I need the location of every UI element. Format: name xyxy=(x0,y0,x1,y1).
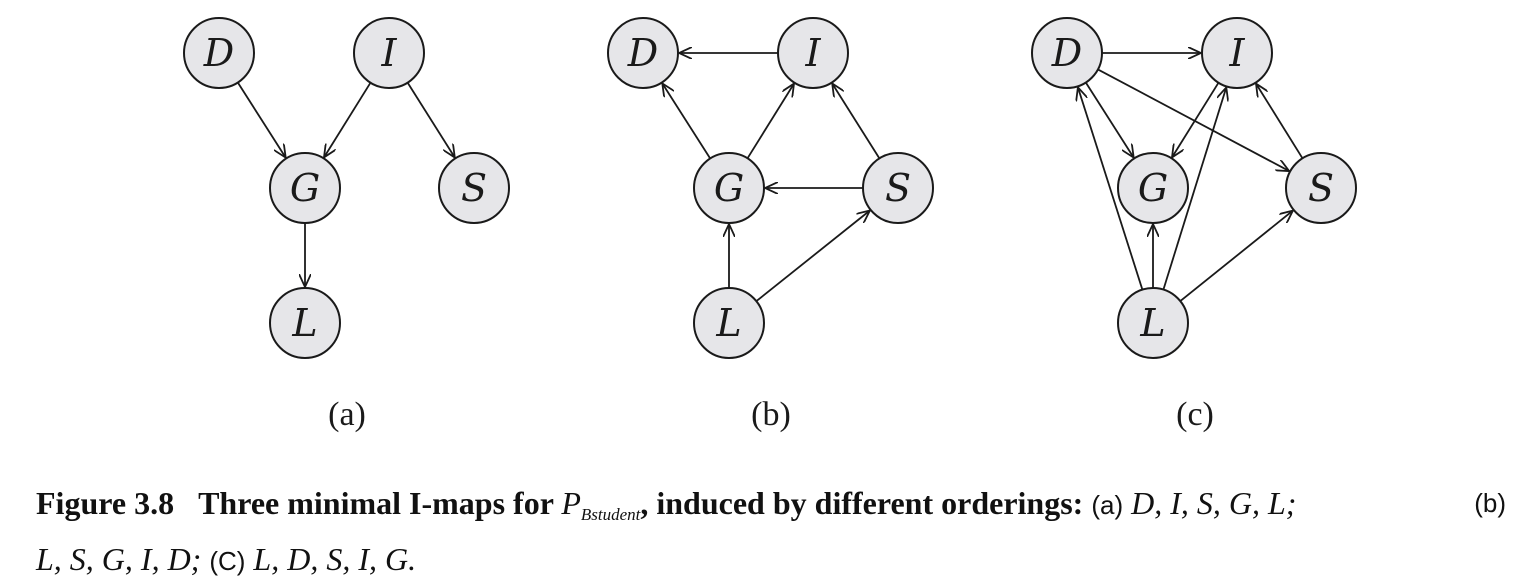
node-circle xyxy=(1031,17,1103,89)
node-circle xyxy=(353,17,425,89)
caption-title-block: Figure 3.8 Three minimal I-maps for PBst… xyxy=(36,481,1296,537)
caption-math-p: P xyxy=(561,485,581,521)
node-circle xyxy=(1117,152,1189,224)
caption-item-c-label: (C) xyxy=(209,545,246,576)
node-label: I xyxy=(1228,31,1245,75)
edge-c-d-to-s xyxy=(1097,68,1289,171)
figure-caption: Figure 3.8 Three minimal I-maps for PBst… xyxy=(36,481,1506,583)
node-label: G xyxy=(290,166,320,210)
node-circle xyxy=(1117,287,1189,359)
edge-c-s-to-i xyxy=(1256,84,1304,159)
node-circle xyxy=(269,287,341,359)
node-a-l: L xyxy=(269,287,341,359)
node-label: S xyxy=(1308,166,1334,210)
caption-title-pre: Three minimal I-maps for xyxy=(198,485,562,521)
node-label: L xyxy=(715,301,741,345)
edge-c-l-to-d xyxy=(1078,87,1144,290)
node-c-i: I xyxy=(1201,17,1273,89)
node-circle xyxy=(693,287,765,359)
node-label: G xyxy=(714,166,744,210)
node-circle xyxy=(777,17,849,89)
node-circle xyxy=(269,152,341,224)
edge-b-g-to-i xyxy=(746,84,795,159)
caption-item-a-label: (a) xyxy=(1091,490,1124,520)
node-a-i: I xyxy=(353,17,425,89)
node-a-g: G xyxy=(269,152,341,224)
node-circle xyxy=(1285,152,1357,224)
caption-title-post: , induced by different orderings: xyxy=(640,485,1084,521)
caption-line-1: Figure 3.8 Three minimal I-maps for PBst… xyxy=(36,481,1506,537)
caption-item-b-order: L, S, G, I, D; xyxy=(36,540,202,577)
caption-line-2: L, S, G, I, D; (C) L, D, S, I, G. xyxy=(36,537,1506,583)
node-circle xyxy=(183,17,255,89)
edge-c-i-to-g xyxy=(1172,82,1220,158)
node-c-l: L xyxy=(1117,287,1189,359)
panel-label-a: (a) xyxy=(328,396,366,433)
node-label: G xyxy=(1138,166,1168,210)
edge-c-l-to-s xyxy=(1179,211,1293,302)
node-c-s: S xyxy=(1285,152,1357,224)
node-label: I xyxy=(380,31,397,75)
graph-b: D I G S L (b) xyxy=(607,17,934,433)
edge-b-s-to-i xyxy=(832,84,881,159)
node-b-i: I xyxy=(777,17,849,89)
node-c-g: G xyxy=(1117,152,1189,224)
node-circle xyxy=(862,152,934,224)
node-label: D xyxy=(203,31,234,75)
node-circle xyxy=(607,17,679,89)
node-label: S xyxy=(885,166,911,210)
node-label: D xyxy=(1051,31,1082,75)
panel-label-c: (c) xyxy=(1176,396,1214,433)
edge-b-g-to-d xyxy=(662,83,711,159)
node-label: S xyxy=(461,166,487,210)
caption-math-subscript: Bstudent xyxy=(580,504,641,524)
node-circle xyxy=(693,152,765,224)
node-c-d: D xyxy=(1031,17,1103,89)
caption-item-b-label: (b) xyxy=(1474,488,1506,518)
caption-item-c-order: L, D, S, I, G. xyxy=(253,540,417,577)
node-label: I xyxy=(804,31,821,75)
caption-item-a-order: D, I, S, G, L; xyxy=(1131,485,1297,521)
graph-a: D I G S L (a) xyxy=(183,17,510,433)
node-label: D xyxy=(627,31,658,75)
node-label: L xyxy=(291,301,317,345)
node-b-l: L xyxy=(693,287,765,359)
figure-diagrams: D I G S L (a) D I G S L (b) D I G S L (c) xyxy=(183,17,1357,433)
node-circle xyxy=(438,152,510,224)
edge-a-d-to-g xyxy=(237,82,286,158)
node-b-g: G xyxy=(693,152,765,224)
node-circle xyxy=(1201,17,1273,89)
edge-a-i-to-g xyxy=(324,82,372,158)
figure-number: Figure 3.8 xyxy=(36,485,175,521)
node-label: L xyxy=(1139,301,1165,345)
node-a-s: S xyxy=(438,152,510,224)
node-a-d: D xyxy=(183,17,255,89)
edge-c-d-to-g xyxy=(1085,82,1134,158)
node-b-d: D xyxy=(607,17,679,89)
edge-c-l-to-i xyxy=(1162,87,1226,290)
graph-c: D I G S L (c) xyxy=(1031,17,1357,433)
panel-label-b: (b) xyxy=(751,396,791,433)
edge-b-l-to-s xyxy=(755,211,870,302)
node-b-s: S xyxy=(862,152,934,224)
edge-a-i-to-s xyxy=(406,82,455,158)
